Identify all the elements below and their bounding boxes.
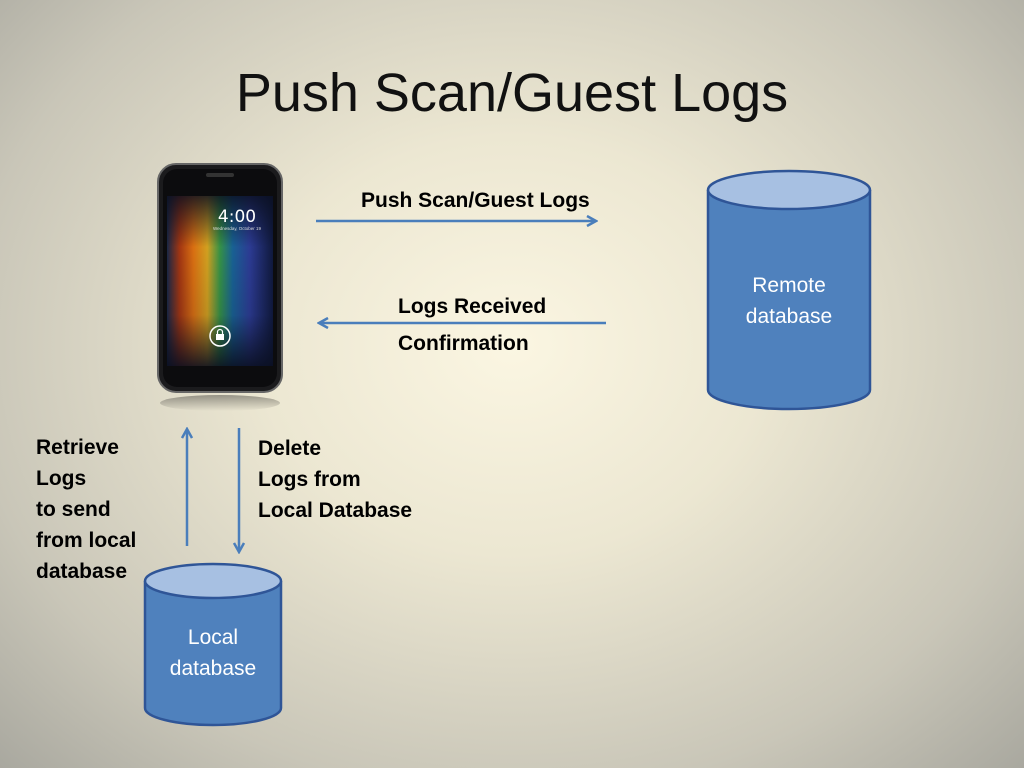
phone-shadow [160,395,280,411]
delete-line: Delete [258,437,322,460]
unlock-ring-icon [209,325,231,347]
delete-line: Local Database [258,499,413,522]
confirmation-label: Confirmation [398,332,529,355]
retrieve-line: Logs [36,467,87,490]
remote-database-cylinder [706,169,872,411]
remote-db-line: Remote [752,274,826,297]
retrieve-line: Retrieve [36,436,119,459]
lock-icon [216,334,224,340]
phone-clock: 4:00 [218,207,256,227]
retrieve-line: database [36,560,128,583]
retrieve-logs-label: Retrieve Logs to send from local databas… [36,432,136,587]
retrieve-line: from local [36,529,137,552]
local-db-line: database [169,657,257,680]
slide-title: Push Scan/Guest Logs [235,63,789,123]
local-database-label: Local database [145,622,281,684]
delete-logs-label: Delete Logs from Local Database [258,433,412,526]
push-logs-label: Push Scan/Guest Logs [361,189,590,212]
local-db-line: Local [187,626,239,649]
remote-database-label: Remote database [708,270,870,332]
logs-received-label: Logs Received [398,295,547,318]
retrieve-line: to send [36,498,111,521]
phone-speaker [206,173,234,177]
phone-date: Wednesday, October 19 [213,226,262,231]
phone-illustration: 4:00 Wednesday, October 19 [157,163,283,411]
delete-line: Logs from [258,468,361,491]
remote-db-line: database [745,305,833,328]
lock-shackle-icon [216,328,224,334]
local-database-cylinder [143,562,283,727]
